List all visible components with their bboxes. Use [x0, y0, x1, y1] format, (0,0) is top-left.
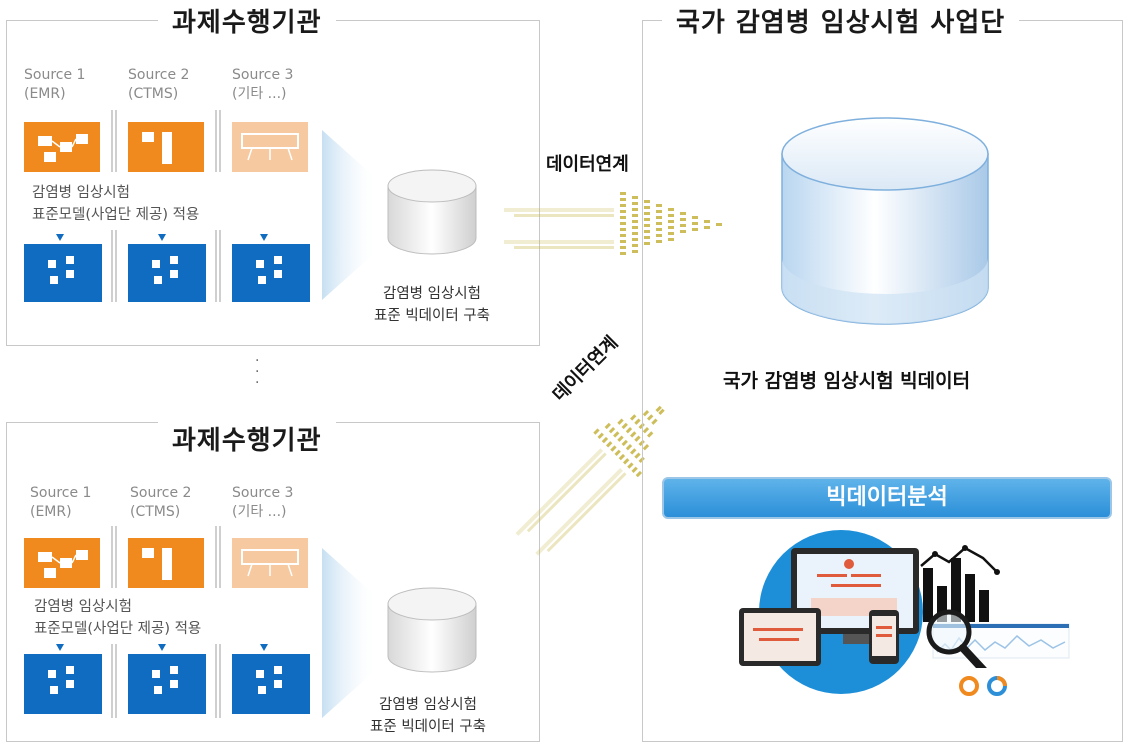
national-bigdata-db [781, 117, 989, 325]
standard-bigdata-label-top: 감염병 임상시험 표준 빅데이터 구축 [374, 286, 490, 324]
down-marker-icon [56, 644, 64, 651]
standard-model-label-bottom: 감염병 임상시험 표준모델(사업단 제공) 적용 [34, 599, 202, 637]
data-flow-arrow-top [504, 192, 722, 255]
donut-chart-icon [935, 668, 1015, 708]
separator-lines [111, 526, 221, 718]
bar-chart-icon [920, 545, 1000, 622]
institution-title-top: 과제수행기관 [158, 2, 336, 39]
down-marker-icon [260, 644, 268, 651]
down-marker-icon [260, 234, 268, 241]
standard-model-block-icon [24, 654, 102, 714]
down-marker-icon [158, 644, 166, 651]
source-3-label: Source 3(기타 ...) [232, 67, 294, 102]
bigdata-analysis-banner: 빅데이터분석 [662, 477, 1112, 519]
other-source-icon [232, 122, 308, 172]
tablet-icon [739, 608, 821, 666]
source-2-label: Source 2(CTMS) [130, 485, 192, 520]
standard-model-block-icon [128, 654, 206, 714]
funnel-shape [322, 548, 378, 718]
down-marker-icon [56, 234, 64, 241]
standard-bigdata-label-bottom: 감염병 임상시험 표준 빅데이터 구축 [370, 697, 486, 735]
analytics-illustration [739, 530, 1070, 708]
ctms-source-icon [128, 122, 204, 172]
source-3-label: Source 3(기타 ...) [232, 485, 294, 520]
funnel-db-top [322, 130, 477, 300]
ctms-source-icon [128, 538, 204, 588]
more-institutions-ellipsis: . . . [255, 349, 260, 387]
database-icon [387, 587, 477, 673]
standard-model-block-icon [128, 244, 206, 302]
source-icons-top [24, 110, 310, 302]
source-1-label: Source 1(EMR) [24, 67, 86, 102]
standard-model-block-icon [232, 654, 310, 714]
institution-title-bottom: 과제수행기관 [158, 420, 336, 457]
database-icon [387, 169, 477, 255]
phone-icon [869, 610, 899, 664]
standard-model-block-icon [24, 244, 102, 302]
source-2-label: Source 2(CTMS) [128, 67, 190, 102]
emr-source-icon [24, 538, 100, 588]
down-marker-icon [158, 234, 166, 241]
separator-lines [111, 110, 221, 302]
data-flow-arrow-diagonal [515, 405, 665, 556]
national-center-title: 국가 감염병 임상시험 사업단 [662, 2, 1020, 39]
database-icon [781, 117, 989, 325]
data-link-label-top: 데이터연계 [546, 154, 629, 175]
standard-model-block-icon [232, 244, 310, 302]
national-bigdata-label: 국가 감염병 임상시험 빅데이터 [723, 370, 971, 392]
standard-model-label-top: 감염병 임상시험 표준모델(사업단 제공) 적용 [32, 185, 200, 223]
other-source-icon [232, 538, 308, 588]
funnel-shape [322, 130, 378, 300]
source-1-label: Source 1(EMR) [30, 485, 92, 520]
funnel-db-bottom [322, 548, 477, 718]
emr-source-icon [24, 122, 100, 172]
source-icons-bottom [24, 526, 310, 718]
